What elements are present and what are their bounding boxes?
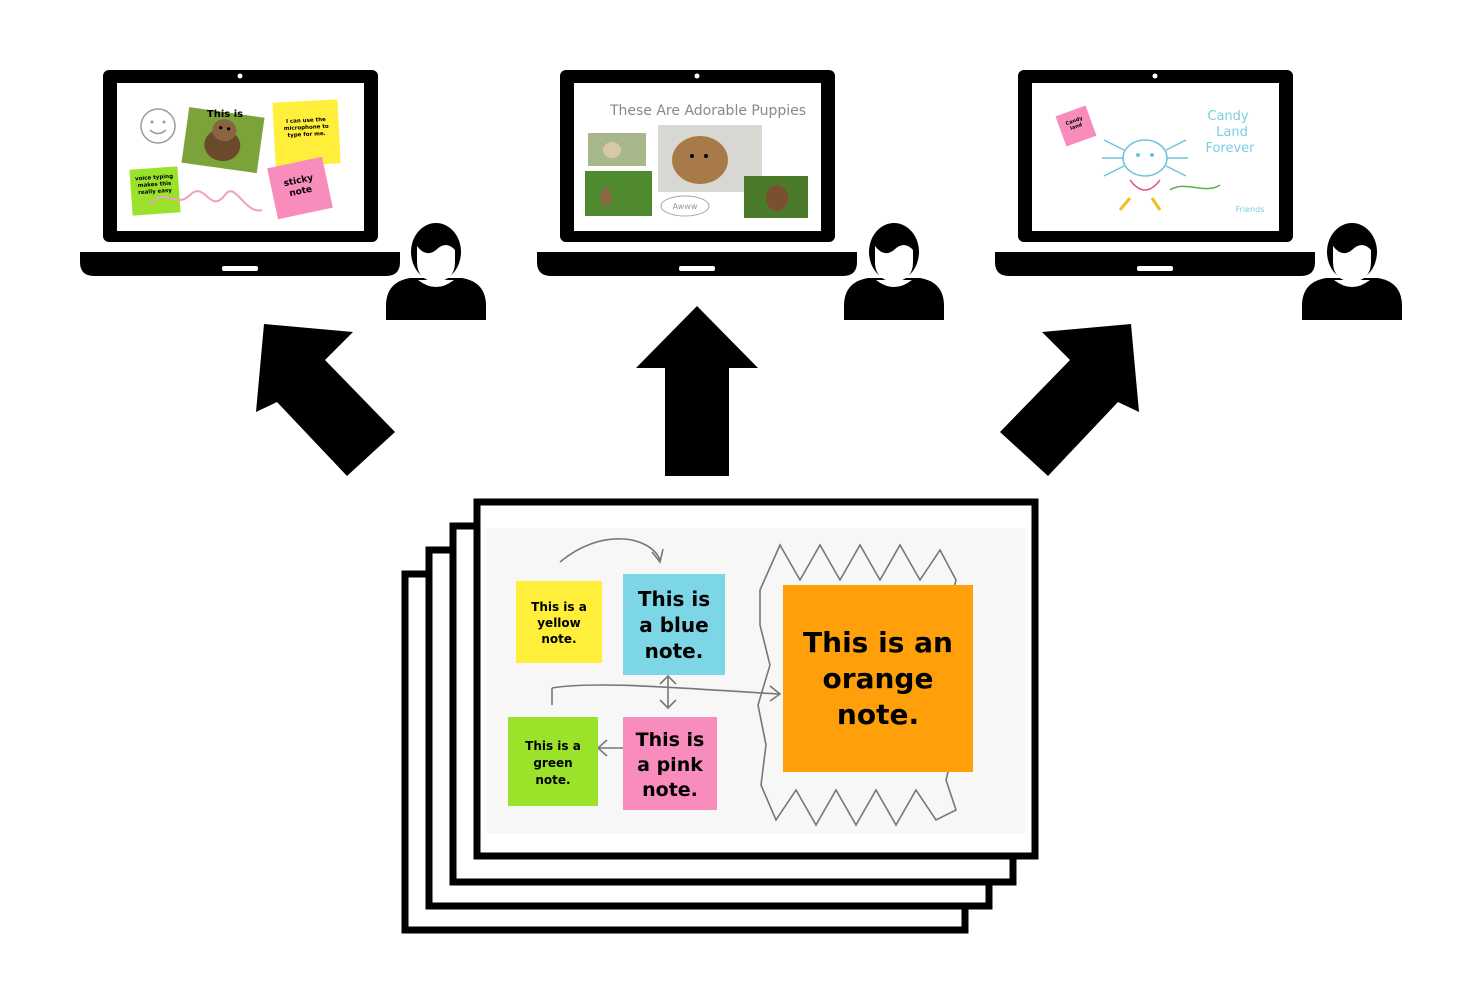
- laptop-1-yellow-note-text: I can use the microphone to type for me.: [283, 116, 329, 139]
- laptop-1-scribble: [149, 190, 263, 212]
- yellow-note-line-1: This is a: [531, 600, 587, 614]
- laptop-2-trackpad: [679, 266, 715, 271]
- orange-note-line-1: This is an: [803, 626, 953, 659]
- orange-note: This is an orange note.: [783, 585, 973, 772]
- laptop-3-doodle-line-3: Forever: [1205, 141, 1255, 156]
- laptop-2-camera-icon: [694, 73, 700, 79]
- laptop-2-base: [537, 252, 857, 276]
- puppy-photo-icon: [181, 107, 265, 174]
- orange-note-line-2: orange: [823, 662, 934, 695]
- laptop-1-green-note: voice typing makes this really easy: [129, 166, 181, 216]
- laptop-1-pink-note: sticky note: [267, 156, 333, 220]
- laptop-1-base: [80, 252, 400, 276]
- laptop-2-doodle-text: Awww: [673, 202, 698, 211]
- laptop-1-note-this-is: This is: [207, 109, 243, 120]
- laptop-1-yellow-note: I can use the microphone to type for me.: [272, 99, 341, 167]
- pink-note: This is a pink note.: [623, 717, 717, 810]
- green-note: This is a green note.: [508, 717, 598, 806]
- arrow-up-icon: [636, 306, 758, 476]
- green-note-line-2: green: [533, 756, 572, 770]
- laptop-1-green-note-text: voice typing makes this really easy: [134, 173, 174, 197]
- yellow-note-line-2: yellow: [537, 616, 581, 630]
- laptop-2-doodle-bubble: [660, 195, 710, 217]
- laptop-1: This is I can use the microphone to type…: [80, 70, 400, 276]
- orange-note-line-3: note.: [837, 698, 919, 731]
- laptop-3-doodle-line-1: Candy: [1207, 109, 1249, 124]
- smiley-doodle-icon: [140, 108, 176, 144]
- puppy-photo-icon: [585, 125, 808, 218]
- laptop-3-base: [995, 252, 1315, 276]
- person-icon: [386, 223, 486, 320]
- laptop-2: These Are Adorable Puppies Awww: [537, 70, 857, 276]
- laptop-3-screen: [1032, 83, 1279, 231]
- pink-note-line-3: note.: [642, 779, 698, 801]
- arrow-up-left-icon: [256, 324, 395, 476]
- green-note-line-1: This is a: [525, 739, 581, 753]
- laptop-3-pink-note: Candy land: [1055, 105, 1097, 147]
- laptop-1-camera-icon: [237, 73, 243, 79]
- yellow-note-line-3: note.: [541, 632, 576, 646]
- laptop-3-trackpad: [1137, 266, 1173, 271]
- horizontal-arrow-icon: [551, 684, 781, 695]
- person-icon: [844, 223, 944, 320]
- laptop-3-camera-icon: [1152, 73, 1158, 79]
- blue-note-line-3: note.: [645, 639, 704, 663]
- laptop-3-doodle-line-4: Friends: [1236, 205, 1265, 214]
- scribble-outline-icon: [757, 543, 957, 827]
- laptop-2-screen-title: These Are Adorable Puppies: [609, 103, 806, 119]
- axolotl-drawing-icon: [1102, 139, 1221, 211]
- curved-arrow-icon: [559, 538, 661, 563]
- pink-note-line-1: This is: [636, 729, 705, 751]
- green-note-line-3: note.: [535, 773, 570, 787]
- person-icon: [1302, 223, 1402, 320]
- arrow-up-right-icon: [1000, 324, 1139, 476]
- laptop-1-trackpad: [222, 266, 258, 271]
- blue-note-line-2: a blue: [639, 613, 708, 637]
- laptop-3-doodle-line-2: Land: [1216, 125, 1248, 140]
- blue-note-line-1: This is: [638, 587, 710, 611]
- yellow-note: This is a yellow note.: [516, 581, 602, 663]
- laptop-3: Candy land Candy Land Forever Friends: [995, 70, 1315, 276]
- pink-note-line-2: a pink: [637, 754, 703, 776]
- blue-note: This is a blue note.: [623, 574, 725, 675]
